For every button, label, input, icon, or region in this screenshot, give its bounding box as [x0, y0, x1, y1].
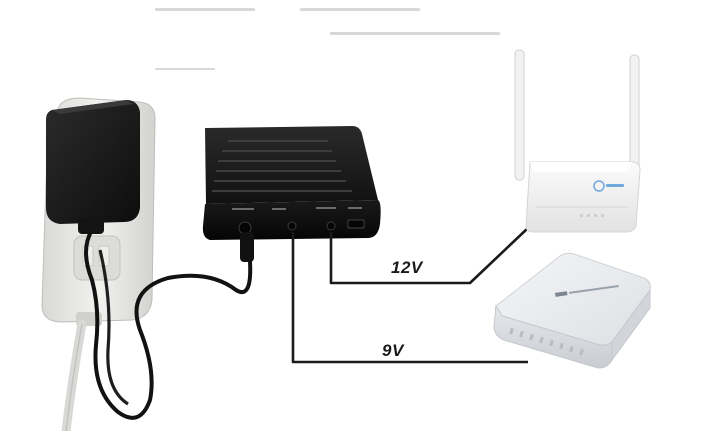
voltage-label-12v: 12V [391, 258, 423, 277]
brand-text-mark [555, 284, 619, 297]
mini-ups-battery-box [202, 126, 381, 240]
onu-modem [493, 252, 651, 369]
faded-header-marks [155, 8, 500, 70]
voltage-label-9v: 9V [382, 341, 404, 360]
wire-9v [291, 232, 528, 364]
wall-adapter [46, 100, 140, 234]
wire-12v [329, 227, 529, 285]
barrel-plug [240, 232, 254, 262]
tp-link-logo [593, 180, 624, 192]
adapter-cable [84, 228, 253, 420]
wifi-router [514, 49, 641, 233]
